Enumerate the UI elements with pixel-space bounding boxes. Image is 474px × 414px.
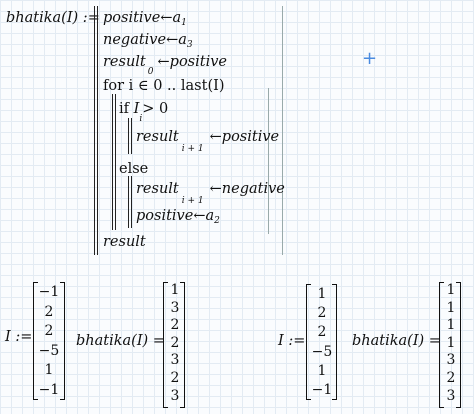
matrix-bracket-left [306,284,311,400]
program-line-result-init[interactable]: result0←positive [103,53,227,77]
program-bar-outer-1 [94,6,95,255]
subscript: i + 1 [181,196,204,206]
program-line-positive[interactable]: positive←a1 [103,9,187,29]
condition: > 0 [142,101,169,117]
if-body-line[interactable]: resulti + 1 ←positive [136,128,280,154]
vector-cell: −5 [311,343,333,360]
vector-cell: 1 [446,334,456,351]
if-bar-2 [131,118,132,154]
input-vector-1[interactable]: −1 2 2 −5 1 −1 [36,282,62,401]
vector-cell: 3 [446,387,456,404]
matrix-bracket-left [163,282,168,408]
assign-arrow: ← [166,32,179,48]
region-edge-outer [282,6,283,255]
vector-cell: −5 [38,342,60,359]
vector-cell: 1 [446,317,456,334]
function-definition-label[interactable]: bhatika(I) := [6,10,100,26]
subscript: i + 1 [181,144,204,154]
value-a: a [172,10,182,26]
vector-cell: 1 [44,362,54,379]
value-positive: positive [221,129,280,145]
var-negative: negative [103,32,167,48]
matrix-bracket-right [456,282,461,408]
assign-arrow: ← [157,54,170,70]
crosshair-plus-icon: + [362,48,378,69]
value-a: a [178,32,187,48]
vector-cell: 3 [446,352,456,369]
for-bar-2 [115,94,116,230]
var-positive: positive [103,10,161,26]
vector-cell: 2 [44,303,54,320]
vector-cell: 2 [317,305,327,322]
subscript: i [139,114,143,124]
vector-cell: −1 [38,284,60,300]
vector-cell: 2 [317,324,327,341]
function-call-label-2[interactable]: bhatika(I) = [352,333,441,349]
program-bar-outer-2 [97,6,98,255]
if-keyword: if [119,101,130,117]
vector-cell: 1 [170,282,180,298]
output-vector-1: 1 3 2 2 3 2 3 [166,282,184,405]
subscript: 0 [147,67,154,77]
else-body-line-2[interactable]: positive←a2 [136,207,220,227]
vector-cell: 1 [446,299,456,316]
else-bar-1 [128,176,129,228]
vector-cell: 2 [170,317,180,334]
vector-cell: 3 [170,299,180,316]
return-result[interactable]: result [103,234,146,250]
subscript: 1 [181,18,187,28]
vector-cell: 2 [170,369,180,386]
input-assign-label-1[interactable]: I := [5,329,33,345]
for-bar-1 [112,94,113,230]
region-edge-inner [268,88,269,234]
input-assign-label-2[interactable]: I := [278,333,306,349]
program-line-negative[interactable]: negative←a3 [103,31,193,51]
input-vector-2[interactable]: 1 2 2 −5 1 −1 [309,284,335,400]
matrix-bracket-right [332,284,337,400]
vector-cell: 2 [446,369,456,386]
vector-cell: 2 [170,334,180,351]
matrix-bracket-right [180,282,185,408]
if-bar-1 [128,118,129,154]
assign-arrow: ← [160,10,173,26]
vector-cell: 3 [170,387,180,404]
vector-cell: 1 [317,286,327,302]
else-bar-2 [131,176,132,228]
subscript: 2 [214,216,220,226]
var-I: I [133,101,140,117]
matrix-bracket-left [439,282,444,408]
if-statement-header[interactable]: if Ii> 0 [119,100,169,124]
for-loop-header[interactable]: for i ∈ 0 .. last(I) [103,78,225,94]
var-result: result [103,54,146,70]
var-result: result [136,181,179,197]
value-negative: negative [221,181,285,197]
vector-cell: 1 [317,362,327,379]
assign-arrow: ← [193,208,206,224]
output-vector-2: 1 1 1 1 3 2 3 [442,282,460,405]
vector-cell: −1 [311,381,333,398]
vector-cell: 2 [44,323,54,340]
vector-cell: 3 [170,352,180,369]
else-keyword[interactable]: else [119,161,149,177]
assign-arrow: ← [209,129,222,145]
vector-cell: −1 [38,381,60,398]
subscript: 3 [186,40,193,50]
value-a: a [205,208,215,224]
value-positive: positive [169,54,227,70]
else-body-line-1[interactable]: resulti + 1 ←negative [136,180,285,206]
assign-arrow: ← [209,181,222,197]
matrix-bracket-left [33,282,38,400]
function-call-label-1[interactable]: bhatika(I) = [76,333,165,349]
var-positive: positive [136,208,194,224]
matrix-bracket-right [60,282,65,400]
vector-cell: 1 [446,282,456,298]
var-result: result [136,129,179,145]
